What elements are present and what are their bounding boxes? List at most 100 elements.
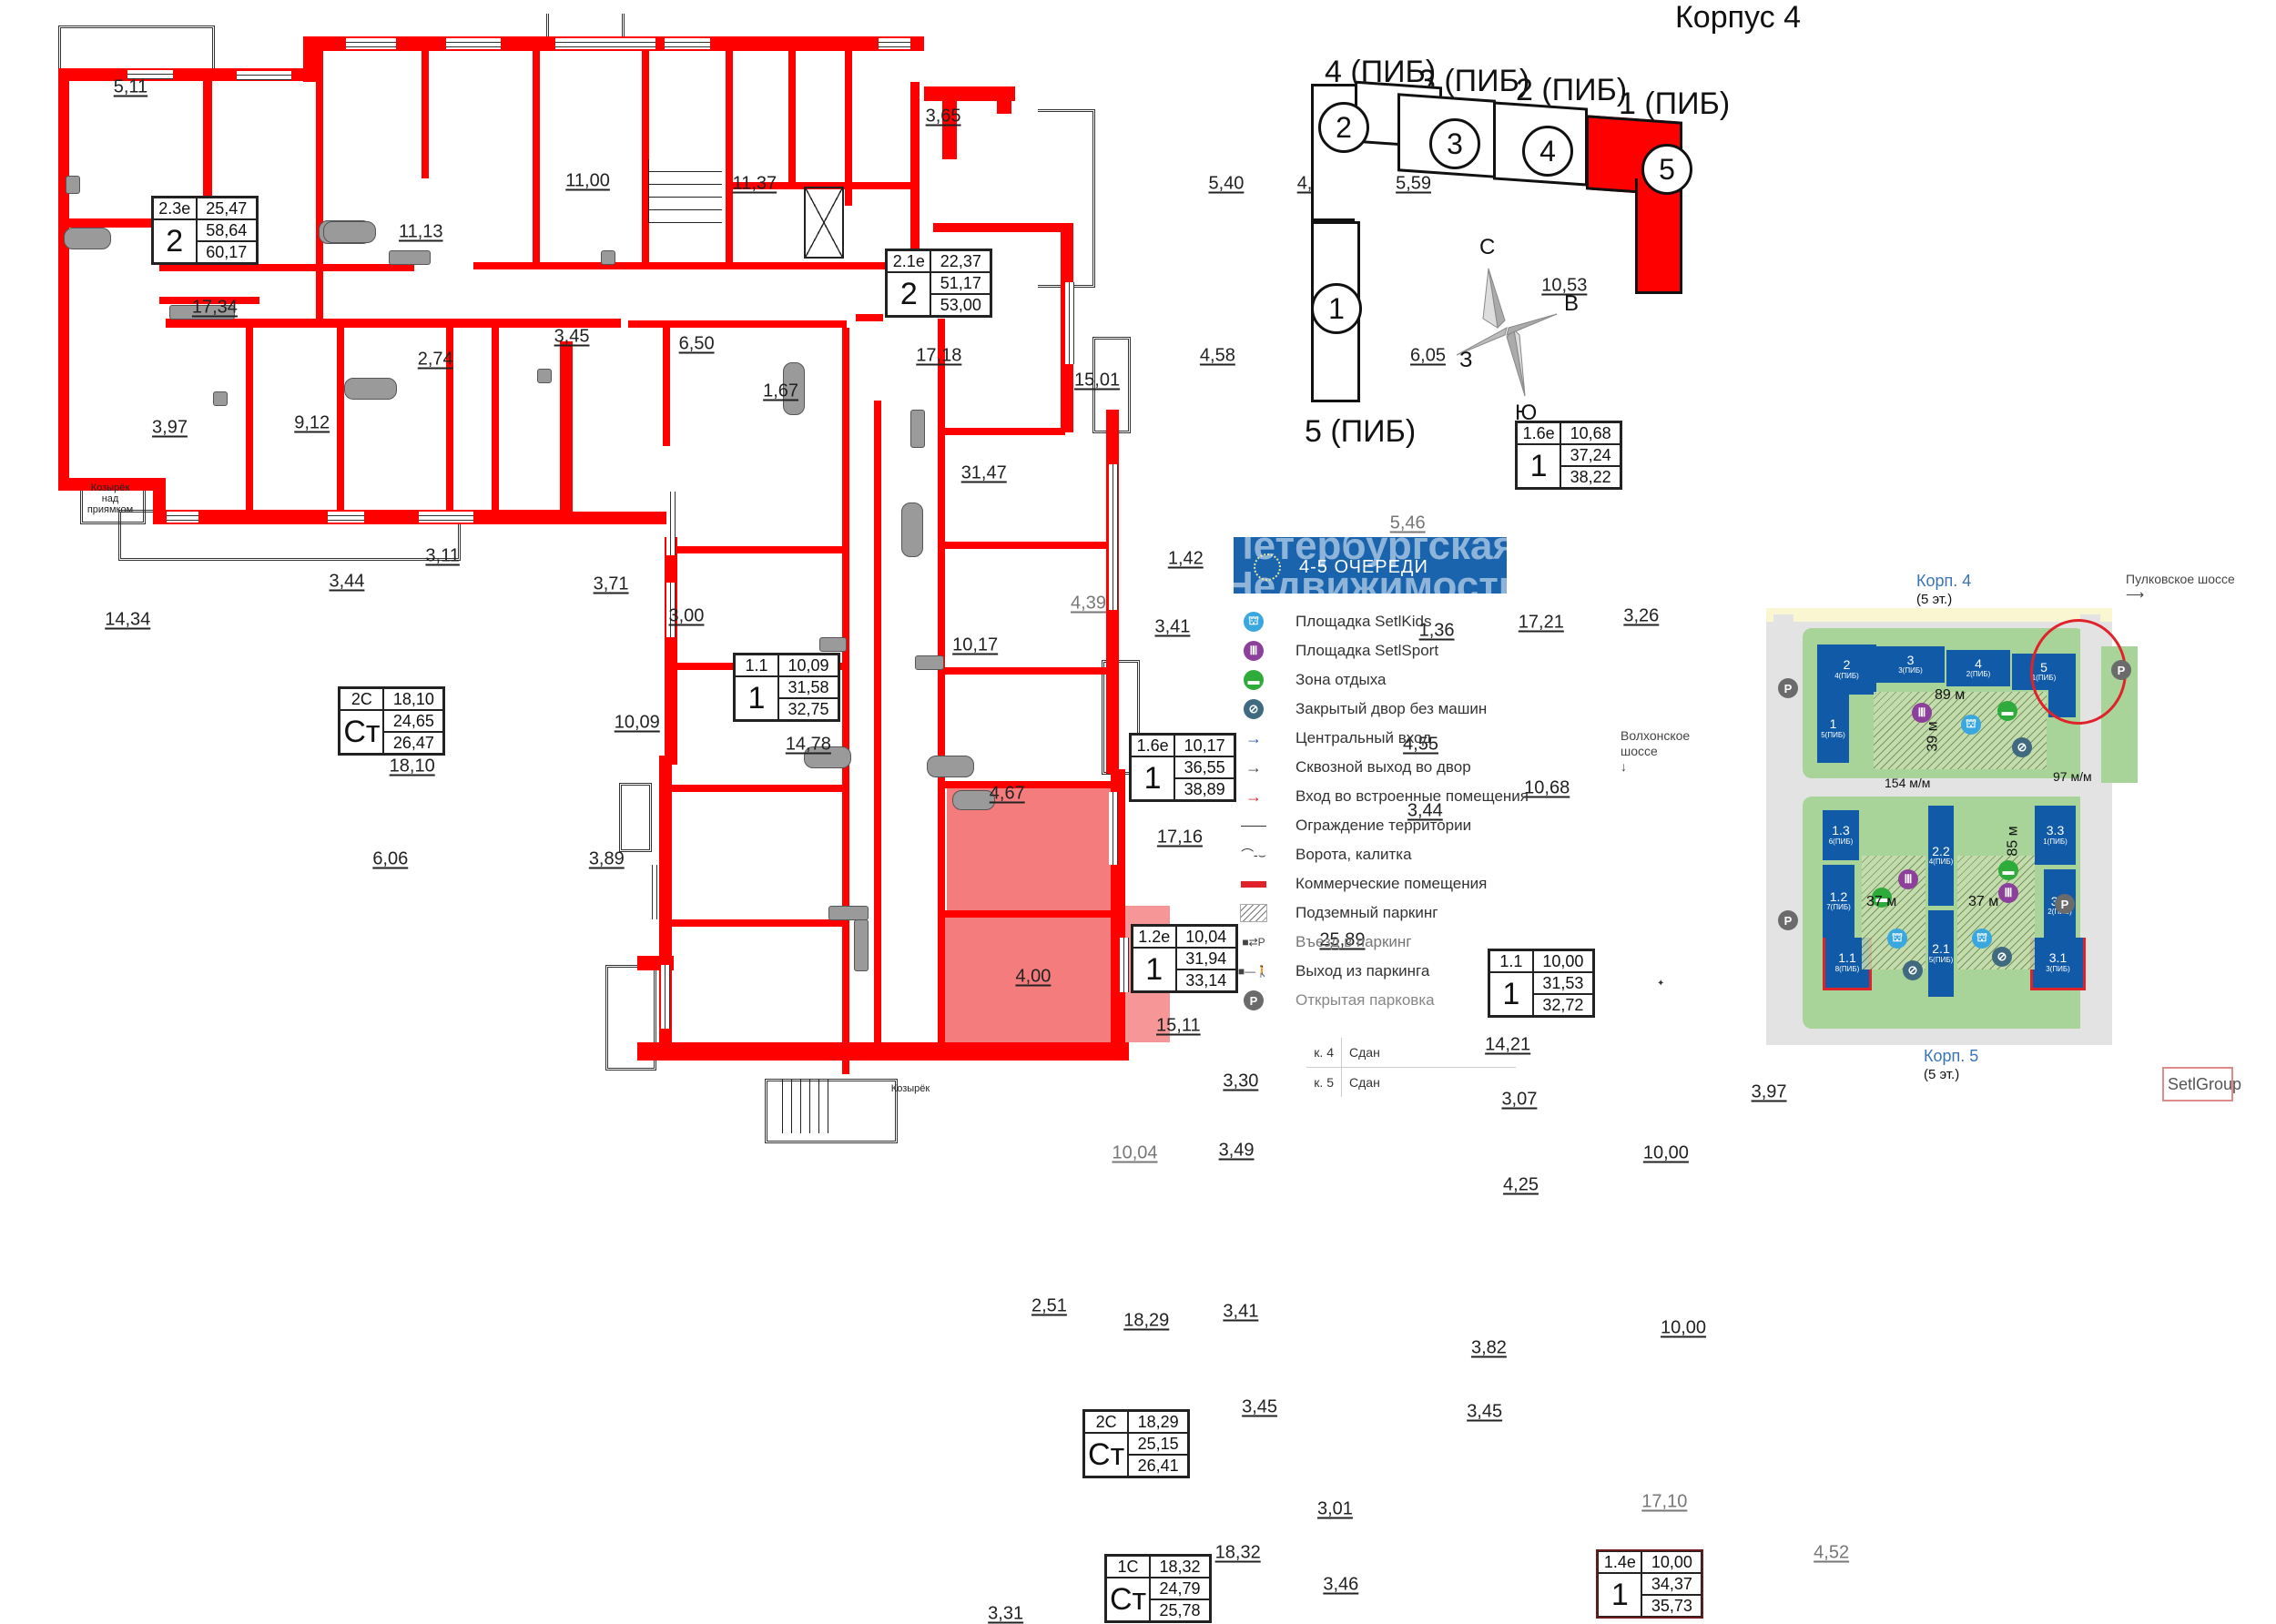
balcony-outline xyxy=(605,965,656,1071)
room-area-label: 18,32 xyxy=(1214,1542,1261,1563)
room-area-label: 14,34 xyxy=(105,609,151,630)
arrow-gray-icon: → xyxy=(1245,757,1262,776)
no-cars-icon: ⊘ xyxy=(1903,960,1923,980)
room-area-label: 3,11 xyxy=(425,545,460,565)
kids-playground-icon: ⛫ xyxy=(1961,715,1981,735)
wardrobe-icon xyxy=(915,655,944,670)
parking-entry-icon: ■⇄P xyxy=(1242,936,1265,949)
unit-rooms: Ст xyxy=(1084,1432,1129,1477)
room-area-label: 17,10 xyxy=(1641,1491,1688,1512)
room-area-label: 11,13 xyxy=(398,221,443,242)
wardrobe-icon xyxy=(828,906,869,920)
legend-item-through-exit: → Сквозной выход во двор xyxy=(1234,754,1471,781)
compass-west: З xyxy=(1459,348,1473,372)
unit-type: 1.2е xyxy=(1132,926,1176,949)
room-area-label: 3,82 xyxy=(1470,1337,1507,1358)
room-area-label: 18,10 xyxy=(389,756,435,776)
stove-icon xyxy=(537,369,552,383)
room-area-label: 1,36 xyxy=(1418,620,1455,641)
room-area-label: 3,30 xyxy=(1223,1071,1259,1091)
bench-icon: ▬ xyxy=(1998,860,2018,880)
room-area-label: 10,04 xyxy=(1112,1142,1158,1163)
room-area-label: 1,42 xyxy=(1167,548,1204,569)
room-area-label: 5,40 xyxy=(1208,173,1245,194)
legend-item-commercial-entrance: → Вход во встроенные помещения xyxy=(1234,783,1529,810)
room-area-label: 6,50 xyxy=(678,333,715,354)
watermark: ПН xyxy=(209,110,270,157)
bathtub-icon xyxy=(952,790,995,810)
unit-type: 2С xyxy=(1084,1410,1129,1433)
unit-total: 31,53 xyxy=(1532,972,1593,995)
unit-type: 1.6е xyxy=(1517,422,1561,445)
bench-icon: ▬ xyxy=(1997,701,2017,721)
unit-rooms: 1 xyxy=(1132,948,1176,992)
unit-total: 25,15 xyxy=(1128,1432,1189,1455)
korp5-title: Корп. 5 xyxy=(1924,1047,1979,1065)
room-area-label: 18,29 xyxy=(1123,1310,1170,1331)
unit-type: 1.6е xyxy=(1131,734,1175,756)
unit-total: 51,17 xyxy=(930,271,991,294)
room-area-label: 5,46 xyxy=(1389,513,1426,533)
unit-total: 24,79 xyxy=(1150,1578,1211,1600)
section-number: 5 xyxy=(1641,144,1692,195)
room-area-label: 3,97 xyxy=(1751,1081,1787,1102)
emblem-icon xyxy=(1254,553,1281,581)
room-area-label: 3,46 xyxy=(1323,1574,1359,1595)
unit-rooms: Ст xyxy=(340,709,384,754)
no-cars-icon: ⊘ xyxy=(1992,947,2012,967)
room-area-label: 17,34 xyxy=(191,297,238,318)
sport-ground-icon: Ⅲ xyxy=(1998,883,2018,903)
compass-east: В xyxy=(1564,291,1580,316)
dim-154: 154 м/м xyxy=(1885,776,1931,790)
road-pulkovo: Пулковское шоссе⟶ xyxy=(2126,572,2235,602)
room-area-label: 31,47 xyxy=(960,462,1007,483)
selected-unit-area[interactable] xyxy=(938,910,1120,1045)
room-area-label: 3,00 xyxy=(668,605,705,626)
section-block-5-wing[interactable] xyxy=(1635,178,1682,294)
mini-compass-icon: ✦ xyxy=(1657,979,1665,989)
unit-total: 31,58 xyxy=(777,676,838,699)
section-number: 2 xyxy=(1318,102,1369,153)
room-area-label: 3,07 xyxy=(1501,1089,1538,1110)
room-area-label: 3,44 xyxy=(1407,800,1443,821)
unit-type: 2С xyxy=(340,687,384,710)
korp4-title: Корп. 4 xyxy=(1916,572,1972,590)
room-area-label: 1,67 xyxy=(763,381,799,401)
gate-icon: ⌒‐⌣ xyxy=(1241,848,1266,862)
room-area-label: 3,41 xyxy=(1223,1301,1259,1322)
arrow-red-icon: → xyxy=(1245,787,1262,806)
room-area-label: 3,01 xyxy=(1317,1498,1353,1519)
wardrobe-icon xyxy=(819,637,847,652)
section-number: 4 xyxy=(1522,126,1573,177)
unit-total_with_balcony: 35,73 xyxy=(1641,1595,1702,1618)
section-number: 3 xyxy=(1429,118,1480,169)
unit-type: 2.3е xyxy=(152,198,197,220)
kids-playground-icon: ⛫ xyxy=(1972,929,1992,949)
unit-rooms: 2 xyxy=(152,219,197,264)
parking-p-icon: P xyxy=(2055,894,2075,914)
room-area-label: 2,51 xyxy=(1031,1295,1067,1316)
unit-total: 31,94 xyxy=(1175,948,1236,970)
